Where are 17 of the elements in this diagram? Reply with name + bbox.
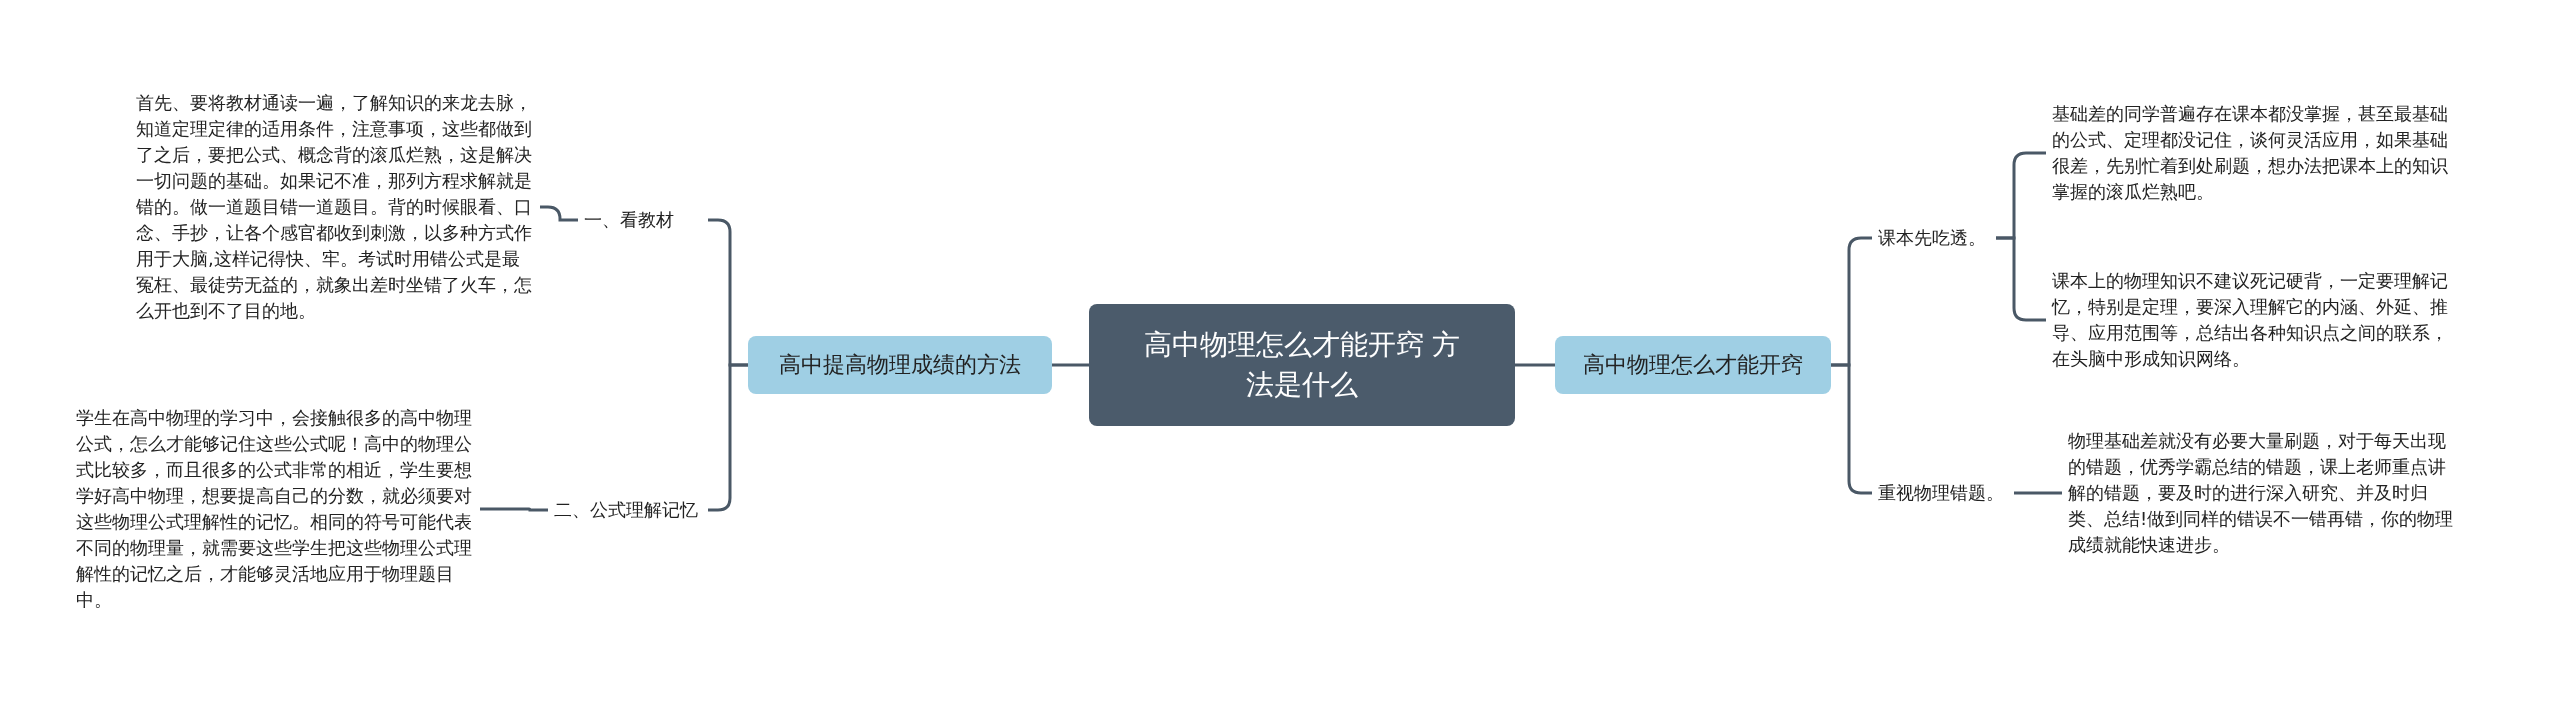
note-text: 学生在高中物理的学习中，会接触很多的高中物理公式，怎么才能够记住这些公式呢！高中的物理公式比较多，而且很多的公式非常的相近，学生要想学好高中物理，想要提高自己的分数，就必须要对这些物理公式理解性的记忆。相同的符号可能代表不同的物理量，就需要这些学生把这些物理公式理解性的记忆之后，才能够灵活地应用于物理题目中。 <box>70 405 480 613</box>
branch-topic-box: 高中提高物理成绩的方法 <box>748 336 1052 394</box>
subtopic-text: 重视物理错题。 <box>1872 481 2014 505</box>
branch-topic-box: 高中物理怎么才能开窍 <box>1555 336 1831 394</box>
connector-line <box>2014 491 2062 495</box>
subtopic-text: 二、公式理解记忆 <box>548 498 708 522</box>
note-text: 课本上的物理知识不建议死记硬背，一定要理解记忆，特别是定理，要深入理解它的内涵、外延、推导、应用范围等，总结出各种知识点之间的联系，在头脑中形成知识网络。 <box>2046 268 2466 372</box>
central-topic-box: 高中物理怎么才能开窍 方法是什么 <box>1089 304 1515 426</box>
connector-line <box>1052 363 1089 367</box>
subtopic-text: 一、看教材 <box>578 208 708 232</box>
note-text: 首先、要将教材通读一遍，了解知识的来龙去脉，知道定理定律的适用条件，注意事项，这些都做到了之后，要把公式、概念背的滚瓜烂熟，这是解决一切问题的基础。如果记不准，那列方程求解就是错的。做一道题目错一道题目。背的时候眼看、口念、手抄，让各个感官都收到刺激，以多种方式作用于大脑,这样记得快、牢。考试时用错公式是最冤枉、最徒劳无益的，就象出差时坐错了火车，怎么开也到不了目的地。 <box>130 90 540 324</box>
note-text: 基础差的同学普遍存在课本都没掌握，甚至最基础的公式、定理都没记住，谈何灵活应用，如果基础很差，先别忙着到处刷题，想办法把课本上的知识掌握的滚瓜烂熟吧。 <box>2046 101 2466 205</box>
note-text: 物理基础差就没有必要大量刷题，对于每天出现的错题，优秀学霸总结的错题，课上老师重点讲解的错题，要及时的进行深入研究、并及时归类、总结!做到同样的错误不一错再错，你的物理成绩就能快速进步。 <box>2062 428 2462 558</box>
connector-line <box>540 205 578 222</box>
connector-line <box>1515 363 1555 367</box>
subtopic-text: 课本先吃透。 <box>1872 226 1996 250</box>
connector-line <box>480 507 548 512</box>
